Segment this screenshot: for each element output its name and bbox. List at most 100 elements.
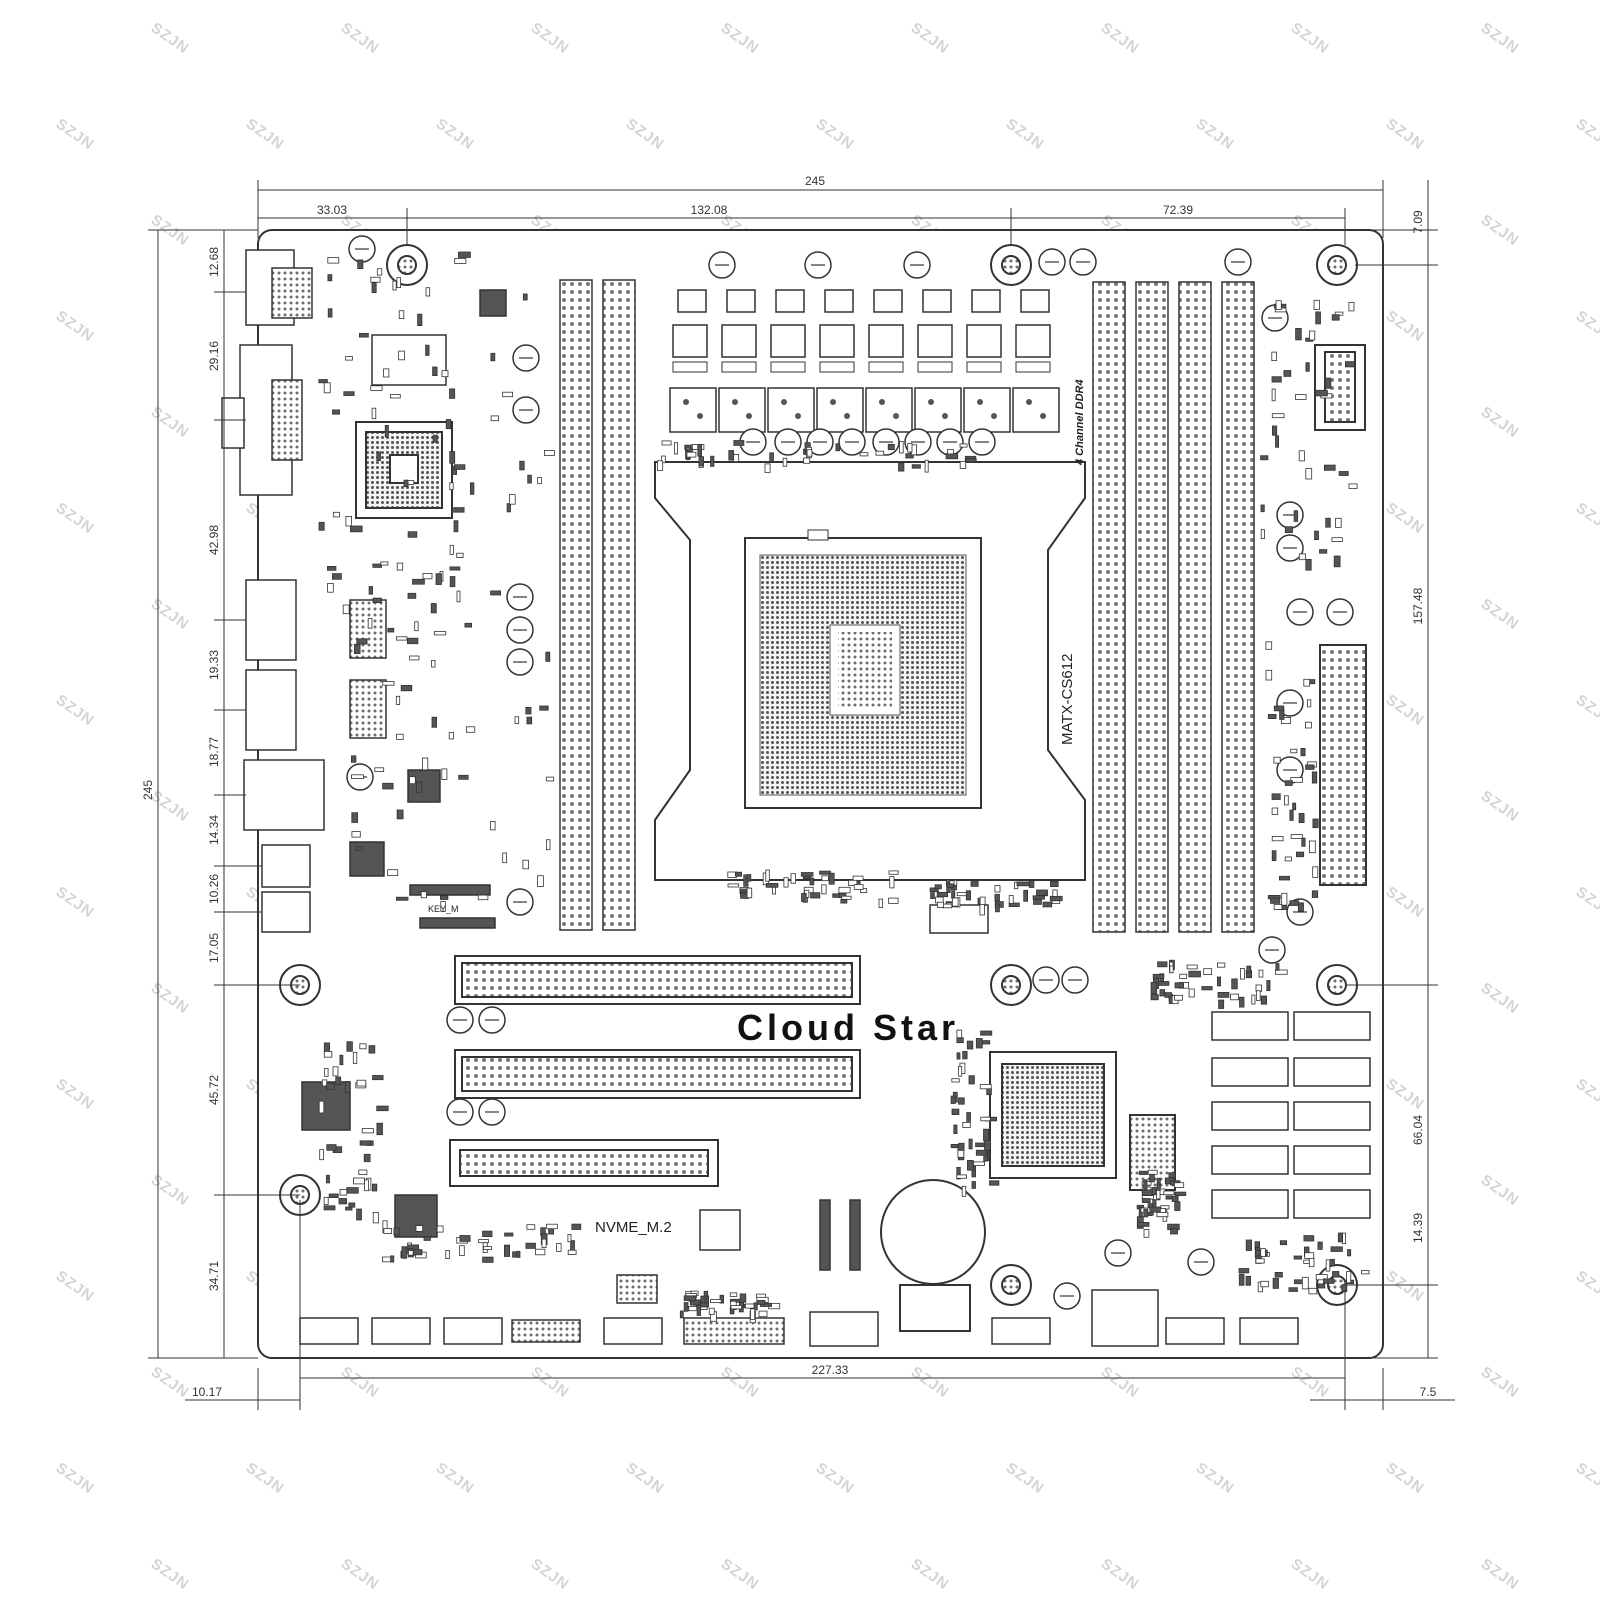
smd-part xyxy=(1298,553,1307,561)
dim-top-middle: 132.08 xyxy=(691,203,728,217)
watermark-text: SZJN xyxy=(243,115,287,153)
smd-part xyxy=(745,1303,756,1309)
smd-part xyxy=(1171,1196,1179,1202)
watermark-text: SZJN xyxy=(0,1363,2,1401)
smd-part xyxy=(1271,388,1276,402)
smd-part xyxy=(1315,1274,1328,1281)
smd-part xyxy=(1156,1190,1161,1200)
watermark-text: SZJN xyxy=(718,1555,762,1593)
smd-part xyxy=(1289,809,1294,821)
smd-part xyxy=(546,1223,558,1230)
smd-part xyxy=(1275,300,1282,311)
smd-part xyxy=(454,257,467,264)
smd-part xyxy=(1300,748,1306,757)
smd-part xyxy=(383,368,390,378)
smd-part xyxy=(412,1249,423,1256)
watermark-text: SZJN xyxy=(53,499,97,537)
resistor xyxy=(819,361,855,373)
smd-part xyxy=(1255,1258,1265,1264)
smd-part xyxy=(1319,549,1328,554)
smd-part xyxy=(1289,900,1300,906)
smd-part xyxy=(937,901,945,908)
smd-part xyxy=(502,852,508,864)
watermark-text: SZJN xyxy=(1478,1171,1522,1209)
watermark-text: SZJN xyxy=(1478,595,1522,633)
smd-part xyxy=(396,733,404,740)
smd-part xyxy=(1272,1277,1279,1289)
choke-pin xyxy=(879,399,885,405)
smd-part xyxy=(339,1054,344,1066)
smd-part xyxy=(372,1212,379,1224)
watermark-text: SZJN xyxy=(148,19,192,57)
smd-part xyxy=(367,618,373,629)
smd-part xyxy=(1265,669,1273,681)
smd-part xyxy=(440,901,446,912)
choke-pin xyxy=(683,399,689,405)
smd-part xyxy=(321,1079,328,1087)
smd-part xyxy=(556,1243,562,1252)
smd-part xyxy=(407,531,418,538)
watermark-text: SZJN xyxy=(148,1171,192,1209)
smd-part xyxy=(683,1295,697,1302)
smd-part xyxy=(760,1302,773,1307)
smd-part xyxy=(956,1167,961,1180)
smd-part xyxy=(477,894,489,901)
smd-part xyxy=(348,1202,356,1208)
smd-part xyxy=(349,525,363,533)
smd-part xyxy=(1273,904,1283,910)
smd-part xyxy=(396,809,404,820)
smd-part xyxy=(661,455,666,464)
choke-pin xyxy=(977,399,983,405)
watermark-text: SZJN xyxy=(1478,19,1522,57)
smd-part xyxy=(708,1307,715,1315)
smd-part xyxy=(703,1290,709,1299)
smd-part xyxy=(698,456,704,467)
smd-part xyxy=(965,458,977,463)
smd-part xyxy=(352,1051,358,1064)
smd-part xyxy=(456,552,464,558)
resistor xyxy=(966,361,1002,373)
smd-part xyxy=(525,1242,536,1249)
smd-part xyxy=(537,476,542,485)
smd-part xyxy=(739,1293,747,1303)
smd-part xyxy=(567,1249,577,1255)
watermark-text: SZJN xyxy=(1573,307,1600,345)
smd-part xyxy=(327,583,334,593)
smd-part xyxy=(1279,1240,1288,1246)
smd-part xyxy=(764,463,771,473)
smd-part xyxy=(370,385,383,391)
smd-part xyxy=(464,622,472,628)
smd-part xyxy=(809,877,815,886)
smd-part xyxy=(746,887,753,899)
smd-part xyxy=(679,1310,684,1319)
smd-part xyxy=(412,578,425,585)
smd-part xyxy=(946,883,955,888)
smd-part xyxy=(971,1181,976,1189)
watermark-text: SZJN xyxy=(1288,1363,1332,1401)
smd-part xyxy=(924,459,929,473)
smd-part xyxy=(539,705,549,711)
smd-part xyxy=(1298,902,1304,912)
smd-part xyxy=(502,391,514,398)
smd-part xyxy=(433,631,447,636)
smd-part xyxy=(417,313,423,327)
smd-part xyxy=(769,452,774,461)
watermark-text: SZJN xyxy=(1193,1459,1237,1497)
smd-part xyxy=(1201,986,1213,991)
smd-part xyxy=(980,1030,993,1036)
dim-left-4: 19.33 xyxy=(207,650,221,680)
choke-pin xyxy=(942,413,948,419)
smd-part xyxy=(356,1079,367,1087)
smd-part xyxy=(382,681,395,686)
smd-part xyxy=(1138,1170,1148,1175)
smd-part xyxy=(376,1122,383,1136)
smd-part xyxy=(482,1230,493,1237)
watermark-text: SZJN xyxy=(1383,307,1427,345)
smd-part xyxy=(1361,1270,1370,1275)
smd-part xyxy=(372,563,382,568)
smd-part xyxy=(1317,1241,1323,1250)
resistor xyxy=(770,361,806,373)
smd-part xyxy=(318,379,328,384)
smd-part xyxy=(958,1142,965,1151)
smd-part xyxy=(790,873,796,884)
